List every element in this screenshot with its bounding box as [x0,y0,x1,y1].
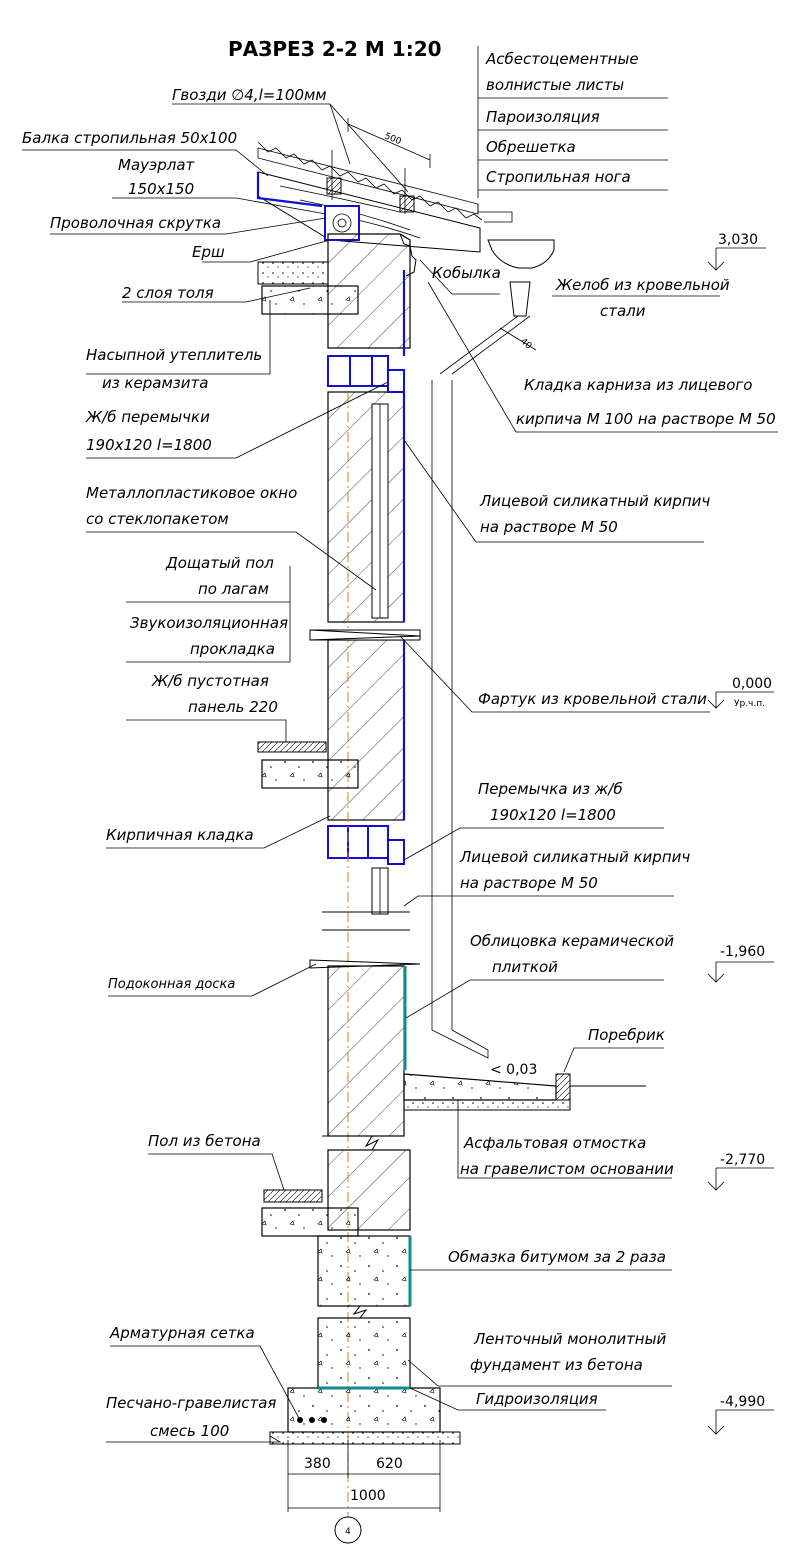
gutter: 40 [431,239,555,1059]
downpipe-gap-dim: 40 [518,337,533,352]
label-gutter-2: стали [600,302,646,320]
label-sound-pad-2: прокладка [190,640,275,658]
label-lintel-top-2: 190х120 l=1800 [86,436,212,454]
label-asbestos-1: Асбестоцементные [485,50,639,68]
label-facing-brick-mid-1: Лицевой силикатный кирпич [459,848,690,866]
label-rafter-beam: Балка стропильная 50х100 [22,129,237,147]
foundation-dimensions: 380 620 1000 4 [287,1440,441,1544]
label-wire-twist: Проволочная скрутка [50,214,221,232]
label-blind-area-1: Асфальтовая отмостка [463,1134,646,1152]
label-window-2: со стеклопакетом [86,510,229,528]
label-cornice-2: кирпича М 100 на растворе М 50 [516,410,776,428]
label-insulation-2: из керамзита [102,374,208,392]
level-basement: -2,770 [707,1152,774,1191]
label-mauerlat-2: 150х150 [128,180,194,198]
label-blind-area-2: на гравелистом основании [460,1160,674,1178]
label-lintel-top-1: Ж/б перемычки [85,408,210,426]
label-gravel-2: смесь 100 [150,1422,229,1440]
nail-block-1 [326,177,342,195]
label-sound-pad-1: Звукоизоляционная [130,614,288,632]
label-kobylka: Кобылка [432,264,501,282]
brick-wall [322,233,417,1540]
label-window-1: Металлопластиковое окно [86,484,297,502]
axis-marker [334,1516,362,1544]
svg-text:-1,960: -1,960 [720,944,765,960]
label-foundation-2: фундамент из бетона [470,1356,643,1374]
svg-text:3,030: 3,030 [718,232,758,248]
label-roofing-felt: 2 слоя толя [122,284,214,302]
label-waterproofing: Гидроизоляция [476,1390,598,1408]
svg-text:Ур.ч.п.: Ур.ч.п. [734,699,765,709]
foundation [269,1073,646,1445]
level-markers: 3,030 0,000 Ур.ч.п. -1,960 -2,770 -4,990 [707,232,774,1435]
drawing-title: РАЗРЕЗ 2-2 М 1:20 [228,37,442,61]
label-ruff: Ерш [192,243,225,261]
label-mauerlat-1: Мауэрлат [118,156,196,174]
label-rebar-mesh: Арматурная сетка [109,1324,255,1342]
label-slope: < 0,03 [490,1062,537,1078]
label-foundation-1: Ленточный монолитный [473,1330,666,1348]
label-curb: Поребрик [588,1026,665,1044]
label-plank-floor-2: по лагам [198,580,269,598]
label-insulation-1: Насыпной утеплитель [86,346,262,364]
label-apron: Фартук из кровельной стали [478,690,707,708]
nail-block-2 [399,195,415,213]
leader-lines [22,46,778,1443]
label-cornice-1: Кладка карниза из лицевого [524,376,752,394]
dim-1000: 1000 [350,1488,386,1504]
label-facing-brick-top-2: на растворе М 50 [480,518,618,536]
label-vapor-barrier: Пароизоляция [486,108,600,126]
curb [555,1073,571,1101]
label-hollow-panel-1: Ж/б пустотная [151,672,269,690]
level-foundation: -4,990 [707,1394,774,1435]
label-brickwork: Кирпичная кладка [106,826,254,844]
level-roof: 3,030 [707,232,766,271]
label-bitumen: Обмазка битумом за 2 раза [448,1248,666,1266]
label-asbestos-2: волнистые листы [486,76,624,94]
axis-label: 4 [345,1527,351,1537]
label-plank-floor-1: Дощатый пол [165,554,274,572]
dim-620: 620 [376,1456,403,1472]
label-lintel-mid-2: 190х120 l=1800 [490,806,616,824]
level-zero: 0,000 Ур.ч.п. [707,676,774,709]
label-facing-brick-top-1: Лицевой силикатный кирпич [479,492,710,510]
label-battens: Обрешетка [486,138,576,156]
label-ceramic-1: Облицовка керамической [470,932,674,950]
label-gravel-1: Песчано-гравелистая [106,1394,276,1412]
svg-text:-2,770: -2,770 [720,1152,765,1168]
label-concrete-floor: Пол из бетона [148,1132,261,1150]
label-hollow-panel-2: панель 220 [188,698,278,716]
label-nails: Гвозди ∅4,l=100мм [172,86,327,104]
rafter-spacing-dim: 500 [383,132,403,148]
label-windowsill: Подоконная доска [108,977,235,992]
label-lintel-mid-1: Перемычка из ж/б [478,780,623,798]
label-rafter-leg: Стропильная нога [486,168,631,186]
floor-slabs [257,261,421,1237]
svg-text:-4,990: -4,990 [720,1394,765,1410]
roof-assembly: 500 [256,118,513,253]
dim-380: 380 [304,1456,331,1472]
label-ceramic-2: плиткой [492,958,558,976]
callout-labels: Асбестоцементные волнистые листы Пароизо… [22,50,776,1440]
label-gutter-1: Желоб из кровельной [555,276,730,294]
label-facing-brick-mid-2: на растворе М 50 [460,874,598,892]
level-ground: -1,960 [707,944,774,983]
svg-text:0,000: 0,000 [732,676,772,692]
